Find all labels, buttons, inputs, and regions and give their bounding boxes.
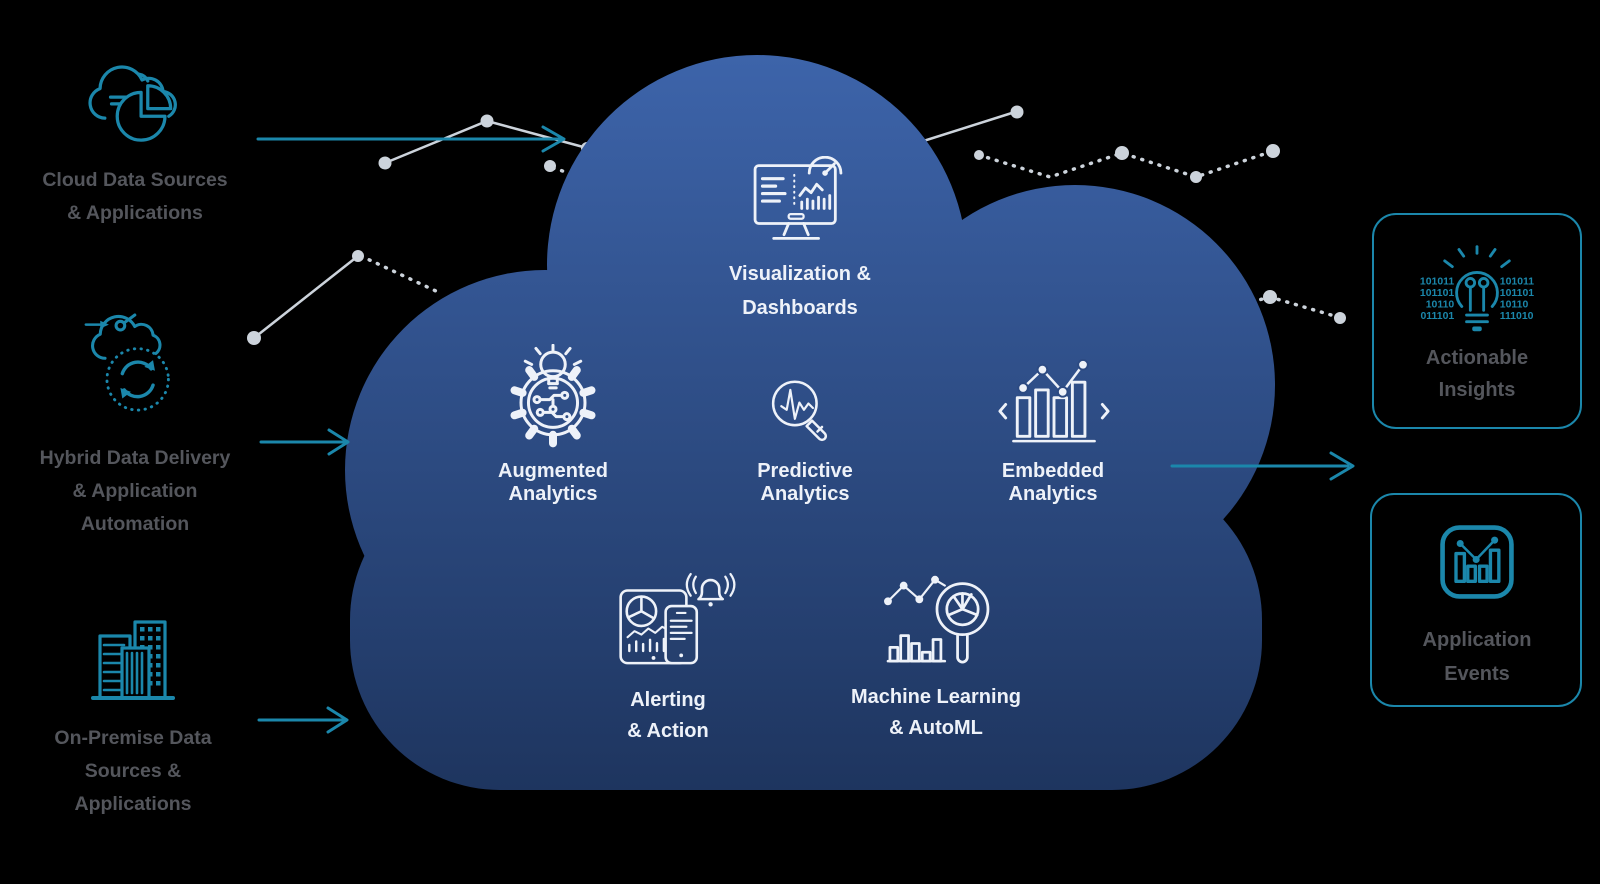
- chart-magnifier-pie-icon: [884, 575, 990, 664]
- arrow-cloud-to-outputs: [1170, 451, 1355, 481]
- cloud-pie-chart-icon: [88, 65, 177, 142]
- output-box-actionable-insights: [1372, 213, 1582, 429]
- flow-arrows: [256, 125, 1355, 734]
- binary-text: 101101: [1500, 288, 1534, 299]
- binary-text: 111010: [1500, 311, 1534, 322]
- output-label-application-events: Application Events: [1422, 629, 1532, 685]
- buildings-icon: [91, 620, 175, 700]
- devices-bell-icon: [619, 572, 736, 665]
- source-label-hybrid: Hybrid Data Delivery & Application Autom…: [39, 447, 231, 535]
- arrow-cloud-sources-to-cloud: [256, 125, 566, 153]
- source-label-onpremise: On-Premise Data Sources & Applications: [54, 727, 212, 815]
- arrow-hybrid-to-cloud: [259, 428, 350, 456]
- magnifier-chart-icon: [771, 380, 828, 442]
- capability-label-embedded: Embedded Analytics: [1001, 460, 1105, 505]
- capability-label-predictive: Predictive Analytics: [757, 460, 853, 505]
- source-label-cloud-data: Cloud Data Sources & Applications: [42, 169, 228, 224]
- capability-label-alerting: Alerting & Action: [627, 689, 709, 742]
- output-box-application-events: [1370, 493, 1582, 707]
- lightbulb-gear-icon: [510, 344, 596, 448]
- capability-label-ml: Machine Learning & AutoML: [850, 686, 1022, 739]
- binary-text: 10110: [1426, 299, 1455, 310]
- binary-text: 011101: [1421, 311, 1455, 322]
- lightbulb-binary-icon: 101011 101101 10110 011101 101011 101101…: [1420, 245, 1534, 332]
- capability-label-visualization: Visualization & Dashboards: [729, 263, 871, 319]
- arrow-onpremise-to-cloud: [257, 706, 349, 734]
- binary-text: 101011: [1500, 277, 1534, 288]
- binary-text: 10110: [1500, 299, 1529, 310]
- capability-label-augmented: Augmented Analytics: [498, 460, 608, 505]
- cloud-sync-icon: [84, 313, 170, 412]
- app-bar-chart-icon: [1440, 525, 1514, 599]
- embedded-bar-chart-icon: [998, 358, 1110, 443]
- binary-text: 101101: [1420, 288, 1454, 299]
- monitor-dashboard-icon: [753, 156, 843, 240]
- binary-text: 101011: [1420, 277, 1454, 288]
- cloud-platform-shape: [345, 55, 1275, 790]
- output-label-actionable-insights: Actionable Insights: [1425, 347, 1529, 401]
